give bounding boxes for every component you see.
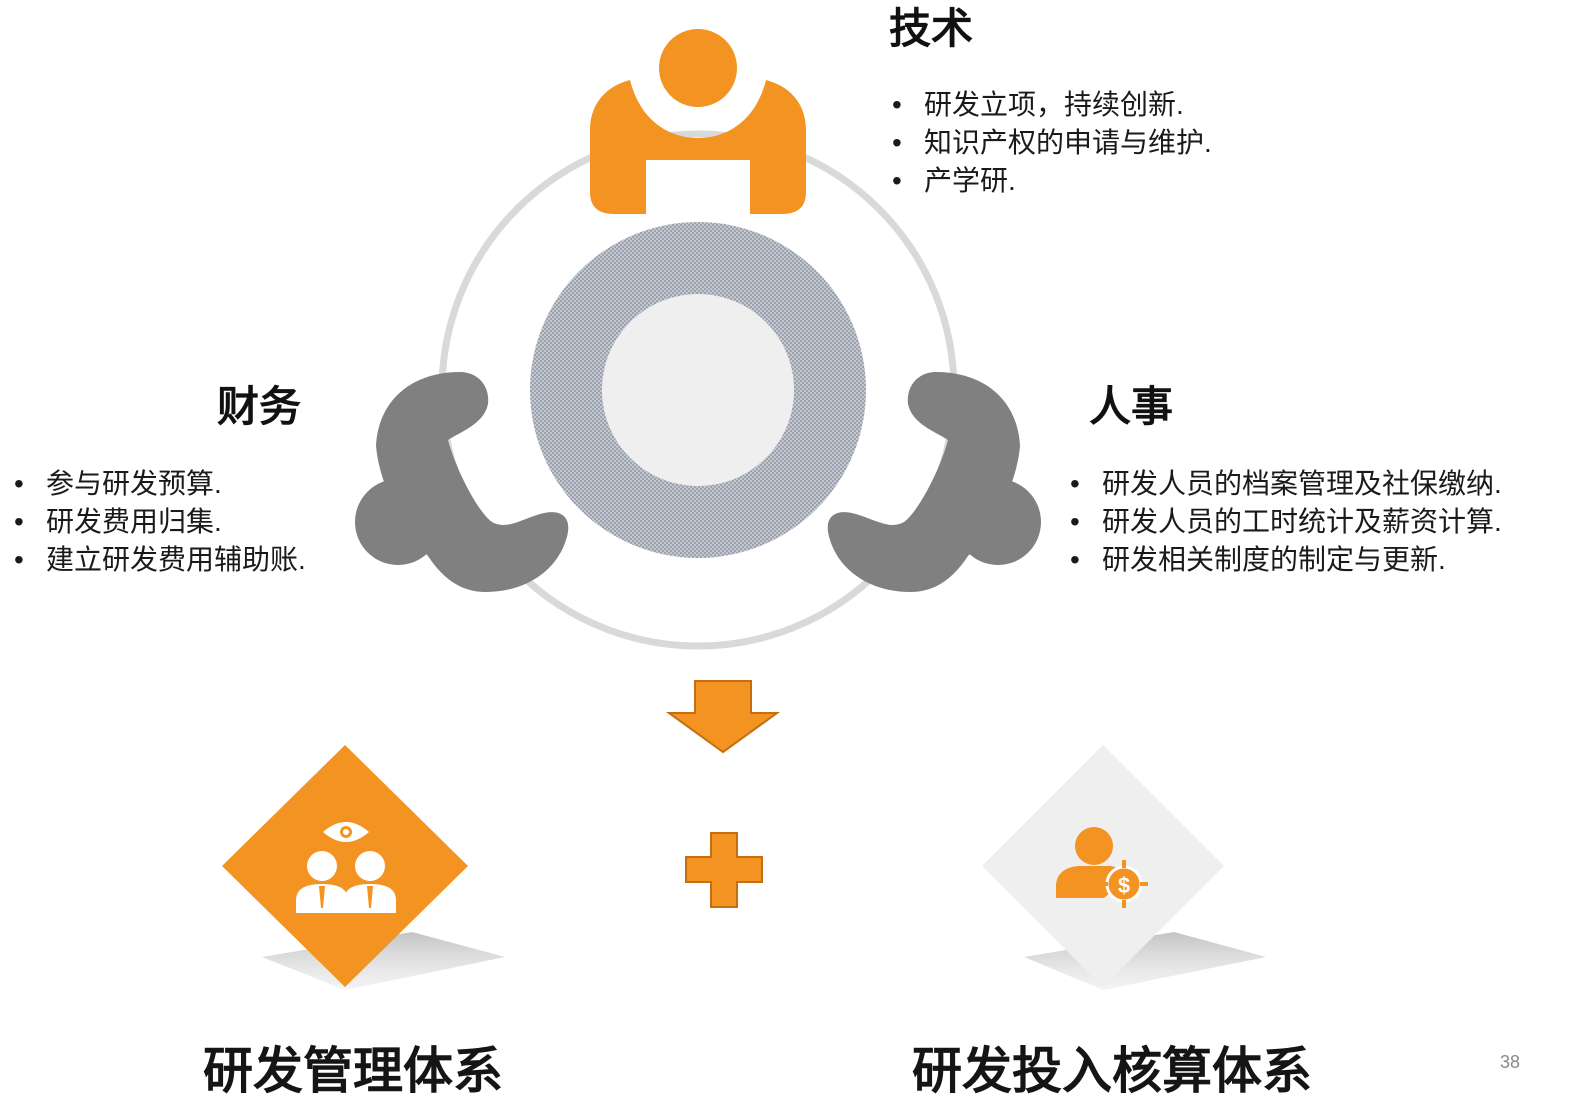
list-item: 参与研发预算. (10, 465, 306, 503)
list-item: 研发人员的工时统计及薪资计算. (1066, 503, 1502, 541)
list-item: 研发人员的档案管理及社保缴纳. (1066, 465, 1502, 503)
list-item: 产学研. (888, 162, 1212, 200)
hr-figure-icon (827, 372, 1041, 592)
list-item: 研发费用归集. (10, 503, 306, 541)
center-donut (530, 222, 866, 558)
team-eye-icon (296, 822, 396, 913)
arrow-down-icon (665, 680, 781, 754)
finance-title: 财务 (217, 383, 302, 430)
plus-icon (685, 832, 763, 908)
person-dollar-icon: $ (1056, 827, 1148, 908)
list-item: 建立研发费用辅助账. (10, 541, 306, 579)
list-item: 知识产权的申请与维护. (888, 124, 1212, 162)
tech-bullet-list: 研发立项，持续创新. 知识产权的申请与维护. 产学研. (888, 86, 1212, 200)
finance-bullet-list: 参与研发预算. 研发费用归集. 建立研发费用辅助账. (10, 465, 306, 579)
finance-figure-icon (355, 372, 569, 592)
svg-text:$: $ (1118, 873, 1130, 898)
accounting-system-title: 研发投入核算体系 (912, 1043, 1312, 1099)
list-item: 研发相关制度的制定与更新. (1066, 541, 1502, 579)
tech-figure-icon (590, 23, 806, 214)
accounting-diamond-shadow (1024, 932, 1266, 990)
management-diamond-shadow (262, 932, 505, 990)
tech-title: 技术 (889, 5, 974, 52)
hr-title: 人事 (1089, 383, 1174, 430)
list-item: 研发立项，持续创新. (888, 86, 1212, 124)
management-diamond (222, 745, 468, 987)
page-number: 38 (1500, 1052, 1521, 1072)
hr-bullet-list: 研发人员的档案管理及社保缴纳. 研发人员的工时统计及薪资计算. 研发相关制度的制… (1066, 465, 1502, 579)
management-system-title: 研发管理体系 (203, 1043, 503, 1099)
